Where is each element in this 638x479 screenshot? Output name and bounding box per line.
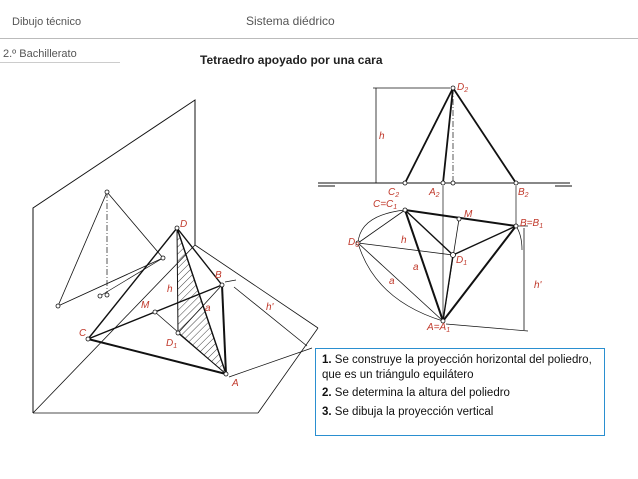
label-C: C — [79, 328, 87, 339]
h-prime-extension-bottom — [445, 323, 529, 332]
horizontal-plane-right-edge — [257, 327, 319, 414]
course-name: Dibujo técnico — [12, 16, 82, 28]
header-divider — [0, 38, 638, 39]
persp-projection-line — [57, 257, 164, 307]
label-A2: A2 — [428, 187, 440, 199]
label-h: h — [167, 284, 173, 295]
point-C — [85, 336, 91, 342]
label-h-plan: h — [401, 235, 407, 246]
point-D0 — [355, 240, 361, 246]
edge-CA — [87, 338, 227, 375]
step-2: 2. Se determina la altura del poliedro — [322, 387, 510, 400]
label-h-top: h — [379, 131, 385, 142]
persp-projection-line — [106, 191, 164, 259]
dimension-extension — [228, 347, 313, 378]
point-C2 — [402, 180, 408, 186]
label-a-plan: a — [413, 262, 419, 273]
label-B: B — [215, 270, 222, 281]
perspective-view — [32, 99, 319, 414]
point-C1 — [402, 207, 408, 213]
point-D1 — [175, 330, 181, 336]
label-h-prime-plan: h' — [534, 280, 543, 291]
problem-title: Tetraedro apoyado por una cara — [200, 53, 383, 67]
edge-D2-C2 — [404, 87, 454, 184]
median-CM — [87, 311, 156, 340]
point-Bv — [160, 255, 166, 261]
label-C2: C2 — [388, 187, 399, 199]
edge-D2-B2 — [452, 87, 517, 184]
vertical-plane-outline — [32, 99, 196, 413]
elevation-view — [318, 87, 572, 187]
label-B-B1: B=B1 — [520, 218, 543, 230]
level-divider — [0, 62, 120, 63]
label-M: M — [141, 300, 150, 311]
point-M — [152, 309, 158, 315]
median-M-A1 — [442, 218, 460, 322]
point-D2 — [450, 85, 456, 91]
edge-BA — [221, 284, 227, 375]
plan-points — [355, 207, 519, 324]
edge-C1-A1 — [404, 209, 444, 322]
label-A-A1: A=A1 — [426, 322, 450, 334]
label-A: A — [231, 378, 239, 389]
point-A1 — [440, 318, 446, 324]
point-A2 — [440, 180, 446, 186]
persp-projection-line — [57, 191, 108, 307]
point-B1 — [513, 223, 519, 229]
label-D1-plan: D1 — [456, 255, 467, 267]
arc-rabatment — [357, 209, 406, 244]
point-B2 — [513, 180, 519, 186]
arc-h-prime — [515, 225, 523, 251]
dimension-extension — [224, 279, 237, 283]
point-D1 — [450, 252, 456, 258]
steps-box: 1. Se construye la proyección horizontal… — [315, 348, 605, 436]
point-A — [223, 371, 229, 377]
median-BD1 — [177, 284, 223, 334]
label-M-plan: M — [464, 209, 473, 220]
arc-a — [357, 242, 444, 322]
point-Dgl — [104, 292, 110, 298]
rabatment-D0-A1 — [357, 242, 444, 322]
label-C-C1: C=C1 — [373, 199, 397, 211]
step-3: 3. Se dibuja la proyección vertical — [322, 405, 494, 418]
label-a-arc: a — [389, 276, 395, 287]
edge-DA — [176, 227, 227, 375]
point-axis-base — [450, 180, 456, 186]
label-B2: B2 — [518, 187, 529, 199]
median-MA — [154, 311, 227, 375]
plan-D1-C1 — [404, 209, 454, 256]
edge-B1-A1 — [442, 225, 517, 322]
persp-projector — [99, 257, 164, 297]
point-B — [219, 282, 225, 288]
label-D2: D2 — [457, 82, 468, 94]
perspective-points — [55, 189, 229, 377]
edge-DB — [176, 227, 223, 286]
point-Dv — [104, 189, 110, 195]
edge-D2-A2 — [442, 87, 454, 184]
point-M — [456, 216, 462, 222]
elevation-points — [402, 85, 519, 186]
label-D: D — [180, 219, 187, 230]
dimension-line-h-prime — [233, 286, 308, 347]
rabatment-D0-D1 — [357, 242, 454, 256]
rabatment-D0-C1 — [357, 209, 406, 244]
plan-D1-B1 — [452, 225, 517, 256]
step-1: 1. Se construye la proyección horizontal… — [322, 354, 592, 382]
system-title: Sistema diédrico — [246, 14, 335, 28]
edge-DC — [87, 227, 178, 340]
label-a: a — [205, 303, 211, 314]
point-Dgl2 — [97, 293, 103, 299]
point-D — [174, 225, 180, 231]
label-h-prime: h' — [266, 302, 275, 313]
label-D1: D1 — [166, 338, 177, 350]
horizontal-plane-far-edge — [194, 244, 319, 329]
course-level: 2.º Bachillerato — [3, 48, 77, 60]
label-D0: D0 — [348, 237, 359, 249]
point-Cv — [55, 303, 61, 309]
